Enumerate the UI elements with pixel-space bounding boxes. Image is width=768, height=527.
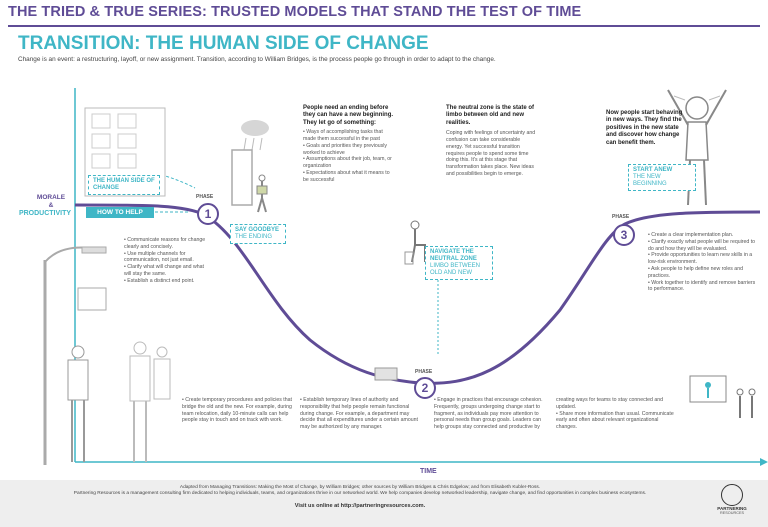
presenter-icon (689, 375, 756, 418)
human-side-arrow (111, 167, 196, 189)
phase-3-box-sub: THE NEW BEGINNING (633, 174, 667, 187)
intro-text: Change is an event: a restructuring, lay… (18, 56, 496, 63)
footer-credits: Adapted from Managing Transitions: Makin… (40, 485, 680, 498)
phase-2-lead: The neutral zone is the state of limbo b… (446, 105, 535, 126)
y-label-productivity: PRODUCTIVITY (18, 210, 72, 217)
phase-1-bullet: • Assumptions about their job, team, or … (303, 156, 392, 170)
phase-2-description: The neutral zone is the state of limbo b… (446, 105, 538, 178)
logo-sub: RESOURCES (719, 511, 745, 515)
bottom-column-4: creating ways for teams to stay connecte… (556, 397, 674, 431)
phase-1-bullet: • Ways of accomplishing tasks that made … (303, 129, 383, 143)
phase-3-box: START ANEW THE NEW BEGINNING (628, 164, 696, 191)
phase-3-help-item: • Ask people to help define new roles an… (648, 265, 743, 279)
goodbye-figure (231, 120, 269, 213)
bottom-column-1: • Create temporary procedures and polici… (182, 397, 292, 424)
series-title: THE TRIED & TRUE SERIES: TRUSTED MODELS … (8, 4, 582, 20)
human-side-label: THE HUMAN SIDE OF CHANGE (88, 175, 160, 195)
phase-3-box-title: START ANEW (633, 167, 673, 173)
phase-2-box-sub: LIMBO BETWEEN OLD AND NEW (430, 263, 481, 276)
y-label-morale: MORALE (36, 194, 66, 201)
phase-1-lead: People need an ending before they can ha… (303, 105, 394, 126)
phase-1-description: People need an ending before they can ha… (303, 105, 396, 184)
phase-3-help-item: • Provide opportunities to learn new ski… (648, 252, 753, 266)
how-to-help-label: HOW TO HELP (86, 207, 154, 218)
logo-mark-icon (721, 484, 743, 506)
phase-1-box-title: SAY GOODBYE (235, 227, 280, 233)
phase-2-box: NAVIGATE THE NEUTRAL ZONE LIMBO BETWEEN … (425, 246, 493, 280)
footer-visit-link[interactable]: Visit us online at http://partneringreso… (294, 503, 426, 509)
phase-2-word: PHASE (415, 369, 433, 375)
footer-line-2: Partnering Resources is a management con… (73, 491, 647, 497)
phase-1-help-item: • Clarify what will change and what will… (124, 264, 204, 277)
x-axis-arrow (760, 458, 768, 466)
phase-1-bullet: • Expectations about what it means to be… (303, 170, 390, 183)
phase-2-body: Coping with feelings of uncertainty and … (446, 130, 536, 177)
logo-text: PARTNERING (717, 506, 747, 511)
x-label-time: TIME (420, 468, 437, 475)
phase-3-help-list: • Create a clear implementation plan. • … (648, 232, 756, 293)
bottom-column-2: • Establish temporary lines of authority… (300, 397, 418, 431)
page-title: TRANSITION: THE HUMAN SIDE OF CHANGE (18, 33, 429, 54)
phase-1-box-sub: THE ENDING (235, 234, 273, 240)
phase-3-word: PHASE (612, 214, 630, 220)
footer-line-1: Adapted from Managing Transitions: Makin… (179, 485, 541, 490)
phase-3-lead: Now people start behaving in new ways. T… (606, 110, 683, 146)
phase-3-help-item: • Work together to identify and remove b… (648, 279, 756, 293)
phase-1-bullet: • Goals and priorities they previously w… (303, 142, 387, 156)
phase-1-help-list: • Communicate reasons for change clearly… (124, 237, 206, 285)
phase-1-help-item: • Communicate reasons for change clearly… (124, 237, 206, 250)
neutral-zone-figure (374, 220, 426, 381)
bottom-column-3: • Engage in practices that encourage coh… (434, 397, 543, 431)
phase-1-help-item: • Establish a distinct end point. (124, 277, 195, 284)
phase-2-box-title: NAVIGATE THE NEUTRAL ZONE (430, 249, 477, 262)
phase-3-help-item: • Create a clear implementation plan. (648, 232, 734, 238)
phase-1-word: PHASE (196, 194, 214, 200)
phase-3-help-item: • Clarify exactly what people will be re… (648, 238, 756, 252)
new-beginning-figure (667, 89, 727, 206)
y-label-amp: & (48, 202, 54, 209)
phase-1-help-item: • Use multiple channels for communicatio… (124, 250, 194, 264)
phase-2-marker: 2 (414, 377, 436, 399)
lamp-and-people (43, 246, 171, 465)
transition-diagram (43, 88, 768, 466)
phase-3-marker: 3 (613, 224, 635, 246)
partnering-logo: PARTNERING RESOURCES (712, 484, 752, 515)
phase-1-box: SAY GOODBYE THE ENDING (230, 224, 286, 244)
phase-1-marker: 1 (197, 203, 219, 225)
header-divider (8, 25, 760, 27)
footer (0, 480, 768, 527)
